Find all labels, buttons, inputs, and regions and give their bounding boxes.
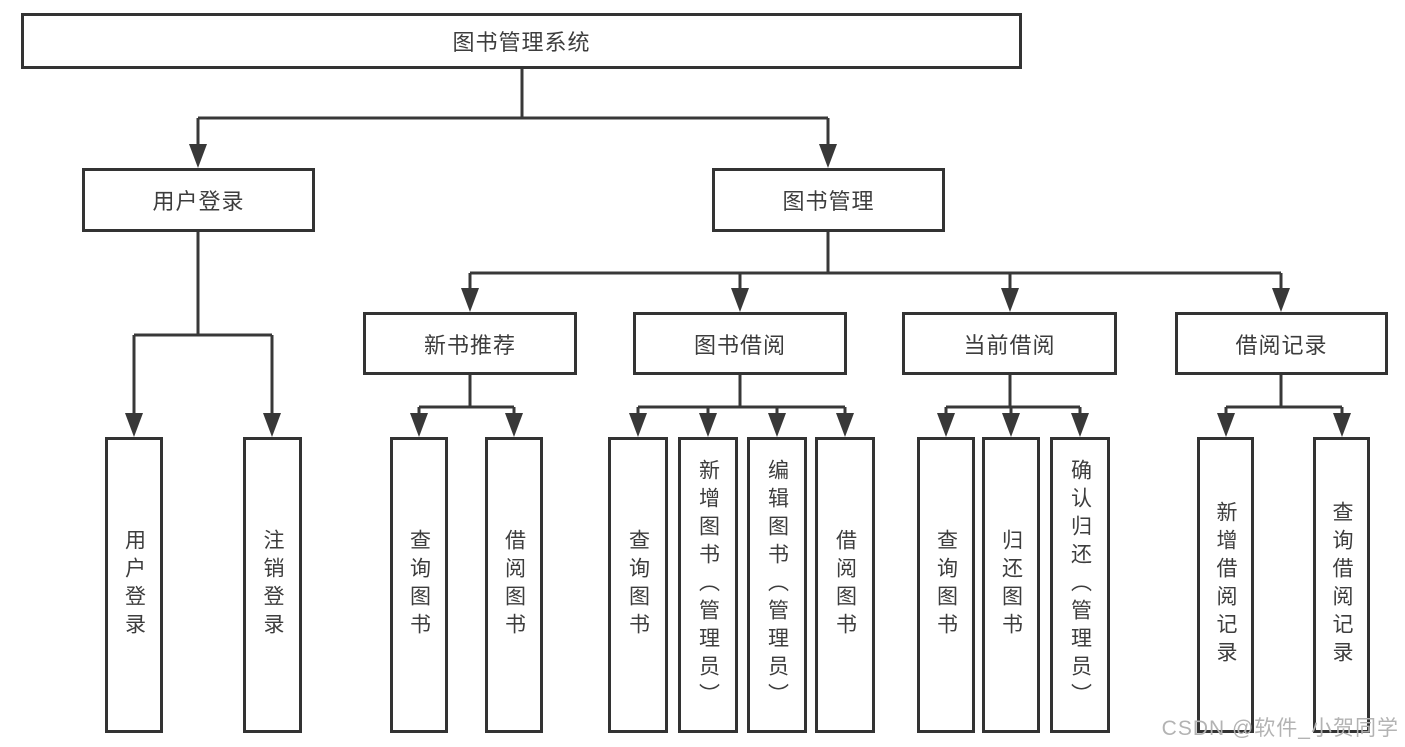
leaf-borrow-books-borrowing: 借阅图书 [815,437,875,733]
leaf-query-books-recommend: 查询图书 [390,437,448,733]
node-current-borrowing: 当前借阅 [902,312,1117,375]
arrowhead [125,413,143,437]
connector-book-management [468,232,1283,292]
arrowhead [505,413,523,437]
leaf-return-book: 归还图书 [982,437,1040,733]
leaf-query-borrow-record: 查询借阅记录 [1313,437,1370,733]
arrowhead [937,413,955,437]
node-user-login: 用户登录 [82,168,315,232]
connector-borrowing-records [1224,375,1344,418]
arrowhead [819,144,837,168]
arrowhead [731,288,749,312]
connector-root [196,68,830,148]
connector-new-book-recommendation [417,375,516,418]
arrowhead [1002,413,1020,437]
node-library-management-system: 图书管理系统 [21,13,1022,69]
connector-current-borrowing [944,375,1082,418]
csdn-watermark: CSDN @软件_小贺同学 [1161,717,1399,740]
arrowhead [836,413,854,437]
arrowhead [1217,413,1235,437]
arrowhead [461,288,479,312]
arrowhead [699,413,717,437]
arrowhead [410,413,428,437]
connector-book-borrowing [636,375,847,418]
arrowhead [1333,413,1351,437]
arrowhead [629,413,647,437]
leaf-user-login: 用户登录 [105,437,163,733]
leaf-borrow-books-recommend: 借阅图书 [485,437,543,733]
leaf-add-borrow-record: 新增借阅记录 [1197,437,1254,733]
node-book-management: 图书管理 [712,168,945,232]
leaf-confirm-return-admin: 确认归还（管理员） [1050,437,1110,733]
arrowhead [1071,413,1089,437]
leaf-edit-book-admin: 编辑图书（管理员） [747,437,807,733]
leaf-add-book-admin: 新增图书（管理员） [678,437,738,733]
leaf-logout: 注销登录 [243,437,302,733]
arrowhead [768,413,786,437]
arrowhead [1001,288,1019,312]
connector-user-login [132,232,274,418]
arrowhead [263,413,281,437]
node-book-borrowing: 图书借阅 [633,312,847,375]
arrowhead [1272,288,1290,312]
node-borrowing-records: 借阅记录 [1175,312,1388,375]
leaf-query-books-borrowing: 查询图书 [608,437,668,733]
node-new-book-recommendation: 新书推荐 [363,312,577,375]
arrowhead [189,144,207,168]
leaf-query-books-current: 查询图书 [917,437,975,733]
